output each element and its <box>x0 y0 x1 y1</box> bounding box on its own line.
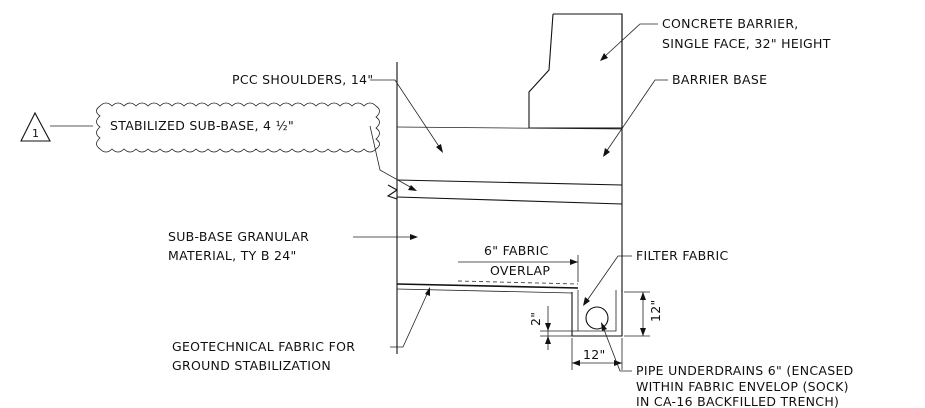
label-pipe-1: PIPE UNDERDRAINS 6" (ENCASED <box>636 363 854 378</box>
label-pcc-shoulders: PCC SHOULDERS, 14" <box>232 72 373 87</box>
leader-filter-fabric-arrow <box>583 297 590 306</box>
label-dim-12-horizontal: 12" <box>583 347 606 362</box>
overlap-dim-arrow <box>570 259 578 265</box>
label-subbase-granular-2: MATERIAL, TY B 24" <box>168 248 297 263</box>
revision-triangle <box>20 111 51 142</box>
leader-geotech-arrow <box>425 287 430 296</box>
revision-number: 1 <box>32 127 39 140</box>
label-concrete-barrier-1: CONCRETE BARRIER, <box>662 16 799 31</box>
leader-stabilized-subbase-arrow <box>408 185 417 191</box>
leaders <box>50 23 668 372</box>
leader-pcc-shoulders <box>370 79 441 149</box>
leader-pipe-arrow <box>601 322 607 331</box>
underdrain-pipe <box>585 306 609 330</box>
geotech-fabric-line <box>396 283 579 289</box>
dim-12h-arrow-left <box>572 360 580 366</box>
pavement-structure <box>386 13 623 354</box>
label-dim-12-vertical: 12" <box>648 299 663 322</box>
label-fabric-overlap-1: 6" FABRIC <box>484 243 549 258</box>
label-filter-fabric: FILTER FABRIC <box>636 248 728 263</box>
label-pipe-3: IN CA-16 BACKFILLED TRENCH) <box>636 394 839 408</box>
label-barrier-base: BARRIER BASE <box>672 72 767 87</box>
leader-barrier-base <box>605 79 668 153</box>
label-fabric-overlap-2: OVERLAP <box>490 263 550 278</box>
granular-subbase-top <box>396 196 623 205</box>
revision-cloud <box>96 102 380 153</box>
break-line <box>386 184 399 200</box>
leader-pipe <box>602 326 632 372</box>
dim-12v-arrow-bot <box>640 328 646 336</box>
leader-pcc-shoulders-arrow <box>436 144 443 153</box>
label-geotech-1: GEOTECHNICAL FABRIC FOR <box>172 339 355 354</box>
leader-concrete-barrier-arrow <box>600 53 608 61</box>
dim-2-arrow-bot <box>545 336 551 344</box>
label-dim-2: 2" <box>528 312 543 326</box>
dimensions <box>458 255 650 370</box>
trench-fabric-wrap <box>577 290 617 332</box>
label-geotech-2: GROUND STABILIZATION <box>172 358 331 373</box>
fabric-overlap-strip <box>457 280 579 285</box>
concrete-barrier-profile <box>528 13 623 129</box>
leader-stabilized-subbase <box>369 125 413 189</box>
leader-filter-fabric <box>585 255 632 303</box>
stabilized-subbase-top <box>396 179 623 186</box>
dim-12v-arrow-top <box>640 292 646 300</box>
leader-barrier-base-arrow <box>603 148 610 157</box>
label-subbase-granular-1: SUB-BASE GRANULAR <box>168 229 309 244</box>
leader-subbase-granular-arrow <box>410 234 418 240</box>
label-pipe-2: WITHIN FABRIC ENVELOP (SOCK) <box>636 379 849 394</box>
leader-concrete-barrier <box>602 23 658 59</box>
dim-2-arrow-top <box>545 323 551 331</box>
callout-labels: CONCRETE BARRIER, SINGLE FACE, 32" HEIGH… <box>110 16 854 408</box>
label-concrete-barrier-2: SINGLE FACE, 32" HEIGHT <box>662 36 831 51</box>
leader-geotech <box>390 291 429 348</box>
geotech-fabric-line-2 <box>396 288 573 294</box>
pcc-shoulder-top <box>396 126 623 130</box>
label-stabilized-subbase: STABILIZED SUB-BASE, 4 ½" <box>110 118 294 133</box>
underdrain-trench <box>571 290 623 337</box>
